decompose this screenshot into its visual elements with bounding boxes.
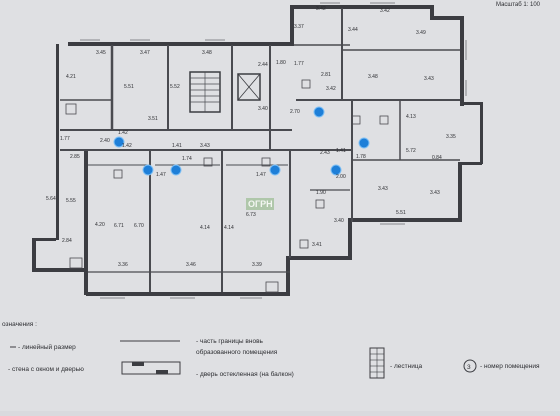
dimension-label: 3.44	[348, 27, 358, 33]
legend-item: - дверь остекленная (на балкон)	[196, 370, 294, 378]
inner-walls	[60, 8, 460, 292]
dimension-label: 5.52	[170, 84, 180, 90]
dimension-label: 3.42	[316, 6, 326, 12]
dimension-label: 2.00	[336, 174, 346, 180]
dimension-label: 3.43	[378, 186, 388, 192]
windows	[80, 2, 467, 299]
dimension-label: 3.42	[380, 8, 390, 14]
dimension-label: 1.90	[316, 190, 326, 196]
staircase	[189, 71, 261, 113]
dimension-label: 3.40	[334, 218, 344, 224]
legend-item: образованного помещения	[196, 348, 278, 356]
marker-4	[142, 164, 154, 176]
dimension-label: 5.51	[396, 210, 406, 216]
outer-walls	[32, 5, 483, 296]
dimension-label: 3.48	[368, 74, 378, 80]
dimension-label: 4.20	[95, 222, 105, 228]
watermark-text: ОГРН	[248, 199, 273, 209]
dimension-label: 4.21	[66, 74, 76, 80]
dimension-label: 2.85	[70, 154, 80, 160]
dimension-label: 3.37	[294, 24, 304, 30]
dimension-label: 2.43	[320, 150, 330, 156]
legend-item: - часть границы вновь	[196, 338, 264, 345]
dimension-label: 2.40	[100, 138, 110, 144]
dimension-label: 6.71	[114, 223, 124, 229]
dimension-label: 1.47	[156, 172, 166, 178]
legend-item: - номер помещения	[480, 363, 540, 370]
dimension-labels: 4.21 3.45 3.47 3.48 5.51 5.52 3.51 2.44 …	[46, 6, 456, 268]
dimension-label: 1.77	[294, 61, 304, 67]
dimension-label: 1.42	[118, 130, 128, 136]
dimension-label: 3.47	[140, 50, 150, 56]
legend: означения : - линейный размер - часть гр…	[2, 321, 540, 379]
legend-title: означения :	[2, 321, 37, 328]
dimension-label: 1.42	[122, 143, 132, 149]
dimension-label: 1.77	[60, 136, 70, 142]
legend-item: - лестница	[390, 363, 423, 370]
dimension-label: 3.41	[312, 242, 322, 248]
marker-7	[330, 164, 342, 176]
legend-item: - стена с окном и дверью	[8, 366, 84, 373]
dimension-label: 2.81	[321, 72, 331, 78]
dimension-label: 6.73	[246, 212, 256, 218]
dimension-label: 3.40	[258, 106, 268, 112]
dimension-label: 4.14	[224, 225, 234, 231]
dimension-label: 3.45	[96, 50, 106, 56]
photo-markers	[113, 106, 370, 176]
dimension-label: 3.43	[200, 143, 210, 149]
dimension-label: 1.41	[336, 148, 346, 154]
legend-room-number-symbol: 3	[467, 364, 471, 371]
dimension-label: 5.64	[46, 196, 56, 202]
marker-2	[358, 137, 370, 149]
dimension-label: 1.47	[256, 172, 266, 178]
dimension-label: 1.41	[172, 143, 182, 149]
marker-3	[113, 136, 125, 148]
dimension-label: 2.44	[258, 62, 268, 68]
dimension-label: 3.35	[446, 134, 456, 140]
dimension-label: 5.55	[66, 198, 76, 204]
dimension-label: 2.84	[62, 238, 72, 244]
dimension-label: 4.14	[200, 225, 210, 231]
dimension-label: 1.78	[356, 154, 366, 160]
dimension-label: 6.70	[134, 223, 144, 229]
dimension-label: 3.43	[424, 76, 434, 82]
fixtures	[65, 79, 389, 293]
dimension-label: 3.36	[118, 262, 128, 268]
dimension-label: 4.13	[406, 114, 416, 120]
dimension-label: 5.72	[406, 148, 416, 154]
dimension-label: 2.70	[290, 109, 300, 115]
scale-label: Масштаб 1: 100	[496, 2, 541, 8]
dimension-label: 5.51	[124, 84, 134, 90]
dimension-label: 1.80	[276, 60, 286, 66]
dimension-label: 3.51	[148, 116, 158, 122]
dimension-label: 3.46	[186, 262, 196, 268]
dimension-label: 3.43	[430, 190, 440, 196]
dimension-label: 3.49	[416, 30, 426, 36]
dimension-label: 0.84	[432, 155, 442, 161]
dimension-label: 3.39	[252, 262, 262, 268]
dimension-label: 1.74	[182, 156, 192, 162]
dimension-label: 3.42	[326, 86, 336, 92]
marker-1	[313, 106, 325, 118]
dimension-label: 3.48	[202, 50, 212, 56]
legend-item: - линейный размер	[18, 343, 76, 351]
marker-5	[170, 164, 182, 176]
marker-6	[269, 164, 281, 176]
